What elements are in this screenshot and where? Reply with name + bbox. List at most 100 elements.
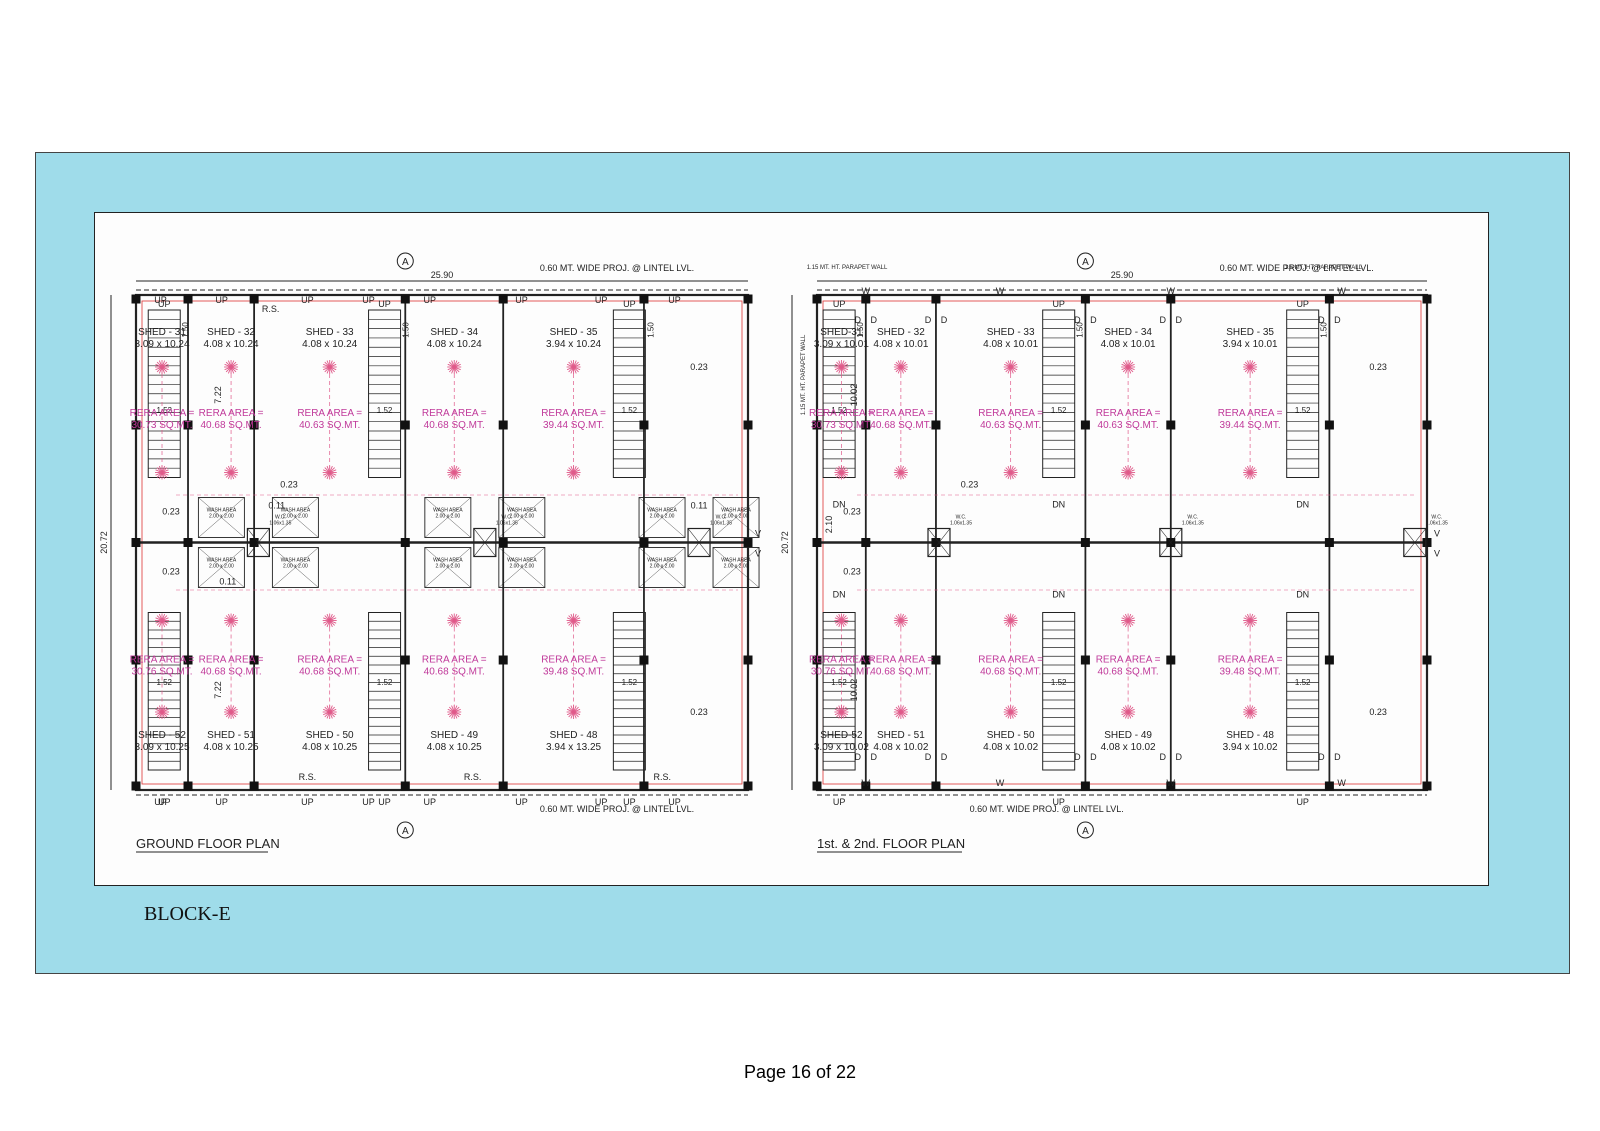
column bbox=[1166, 655, 1176, 665]
door-label: D bbox=[1090, 315, 1097, 325]
wc-core bbox=[1403, 527, 1427, 558]
dimension-text: 0.23 bbox=[1369, 707, 1387, 717]
area-marker-ray bbox=[1243, 708, 1257, 716]
wc-block-3: W.C.1.06x1.35 bbox=[1403, 515, 1448, 558]
door-label: D bbox=[1074, 752, 1081, 762]
column bbox=[812, 781, 822, 791]
rera-area-marker bbox=[447, 465, 462, 480]
stair-width-dimension: 1.52 bbox=[1295, 678, 1311, 687]
entry-up-label: UP bbox=[154, 797, 167, 807]
column bbox=[931, 781, 941, 791]
dimension-text: 0.23 bbox=[843, 567, 861, 577]
column bbox=[639, 538, 649, 547]
rera-area-label: RERA AREA = bbox=[422, 408, 487, 419]
stair-depth-dimension: 1.50 bbox=[856, 322, 865, 338]
overall-width-text: 25.90 bbox=[1111, 270, 1134, 280]
wc-label: W.C. bbox=[501, 515, 512, 521]
wc-size-label: 1.06x1.35 bbox=[269, 521, 291, 527]
stair-depth-dimension: 1.50 bbox=[1320, 322, 1329, 338]
area-marker-ray bbox=[323, 363, 337, 371]
wash-area bbox=[424, 497, 472, 538]
column bbox=[743, 294, 753, 304]
dimension-text: 2.10 bbox=[824, 516, 834, 534]
wash-area-label: WASH AREA bbox=[507, 558, 537, 564]
wash-area bbox=[712, 497, 760, 538]
stair-down-label: DN bbox=[833, 590, 846, 600]
stair-width-dimension: 1.52 bbox=[1051, 678, 1067, 687]
wash-area-label: WASH AREA bbox=[207, 508, 237, 514]
column bbox=[861, 538, 871, 547]
rera-area-marker bbox=[224, 705, 239, 719]
projection-note-bottom: 0.60 MT. WIDE PROJ. @ LINTEL LVL. bbox=[540, 804, 694, 814]
unit-name: SHED - 50 bbox=[306, 730, 354, 741]
section-marker-circle bbox=[396, 252, 414, 270]
rera-area-marker bbox=[1243, 613, 1258, 628]
section-marker-bottom: A bbox=[396, 821, 414, 839]
door-label: D bbox=[1160, 752, 1167, 762]
dimension-text: 0.11 bbox=[691, 501, 708, 511]
rera-area-value: 30.76 SQ.MT. bbox=[131, 666, 192, 677]
wash-area bbox=[271, 497, 319, 538]
area-marker-ray bbox=[447, 708, 461, 716]
unit-size: 4.08 x 10.24 bbox=[302, 339, 357, 350]
rera-area-value: 40.68 SQ.MT. bbox=[870, 666, 931, 677]
rera-area-marker bbox=[224, 613, 239, 628]
stair-depth-dimension: 1.50 bbox=[1076, 322, 1085, 338]
unit-name: SHED - 48 bbox=[550, 730, 598, 741]
rolling-shutter-label: R.S. bbox=[299, 772, 317, 782]
unit-name: SHED - 51 bbox=[207, 730, 255, 741]
column bbox=[400, 538, 410, 547]
column bbox=[249, 420, 259, 430]
wash-area-size: 2.00 x 2.00 bbox=[724, 514, 749, 520]
rera-area-marker bbox=[566, 465, 581, 480]
rera-area-label: RERA AREA = bbox=[1096, 408, 1161, 419]
staircase-bottom-2 bbox=[1042, 612, 1076, 771]
unit-size: 4.08 x 10.01 bbox=[1101, 339, 1156, 350]
rera-area-label: RERA AREA = bbox=[809, 408, 874, 419]
door-label: D bbox=[1176, 752, 1183, 762]
vent-label: V bbox=[755, 529, 761, 539]
unit-name: SHED - 35 bbox=[1226, 327, 1274, 338]
rera-area-label: RERA AREA = bbox=[297, 408, 362, 419]
projection-note-top: 0.60 MT. WIDE PROJ. @ LINTEL LVL. bbox=[540, 263, 694, 273]
stair-width-dimension: 1.52 bbox=[377, 406, 393, 415]
wash-area-label: WASH AREA bbox=[281, 508, 311, 514]
dimension-text: 0.23 bbox=[162, 567, 180, 577]
section-marker-circle bbox=[396, 821, 414, 839]
unit-name: SHED - 34 bbox=[430, 327, 478, 338]
rera-area-value: 40.68 SQ.MT. bbox=[424, 420, 485, 431]
column bbox=[812, 655, 822, 665]
wash-area-diagonal bbox=[712, 547, 760, 588]
window-label: W bbox=[1337, 286, 1346, 296]
stair-down-label: DN bbox=[1296, 500, 1309, 510]
column bbox=[1422, 420, 1432, 430]
column bbox=[400, 781, 410, 791]
plan-title: GROUND FLOOR PLAN bbox=[136, 836, 280, 851]
wash-area-label: WASH AREA bbox=[721, 508, 751, 514]
area-marker-ray bbox=[224, 708, 238, 716]
entry-up-label: UP bbox=[515, 295, 528, 305]
entry-up-label: UP bbox=[424, 797, 437, 807]
window-label: W bbox=[1167, 286, 1176, 296]
stair-width-dimension: 1.52 bbox=[622, 406, 638, 415]
column bbox=[1080, 781, 1090, 791]
rera-area-marker bbox=[1003, 705, 1018, 719]
column bbox=[249, 781, 259, 791]
column bbox=[1166, 420, 1176, 430]
unit-name: SHED - 49 bbox=[430, 730, 478, 741]
area-marker-ray bbox=[323, 469, 337, 476]
column bbox=[183, 781, 193, 791]
entry-up-label: UP bbox=[362, 797, 375, 807]
staircase-top-2 bbox=[368, 309, 402, 478]
wash-area bbox=[197, 497, 245, 538]
column bbox=[861, 655, 871, 665]
rera-area-marker bbox=[1121, 705, 1136, 719]
rera-area-value: 40.68 SQ.MT. bbox=[299, 666, 360, 677]
wash-area-size: 2.00 x 2.00 bbox=[283, 514, 308, 520]
area-marker-ray bbox=[323, 708, 337, 716]
area-marker-ray bbox=[1004, 708, 1018, 716]
